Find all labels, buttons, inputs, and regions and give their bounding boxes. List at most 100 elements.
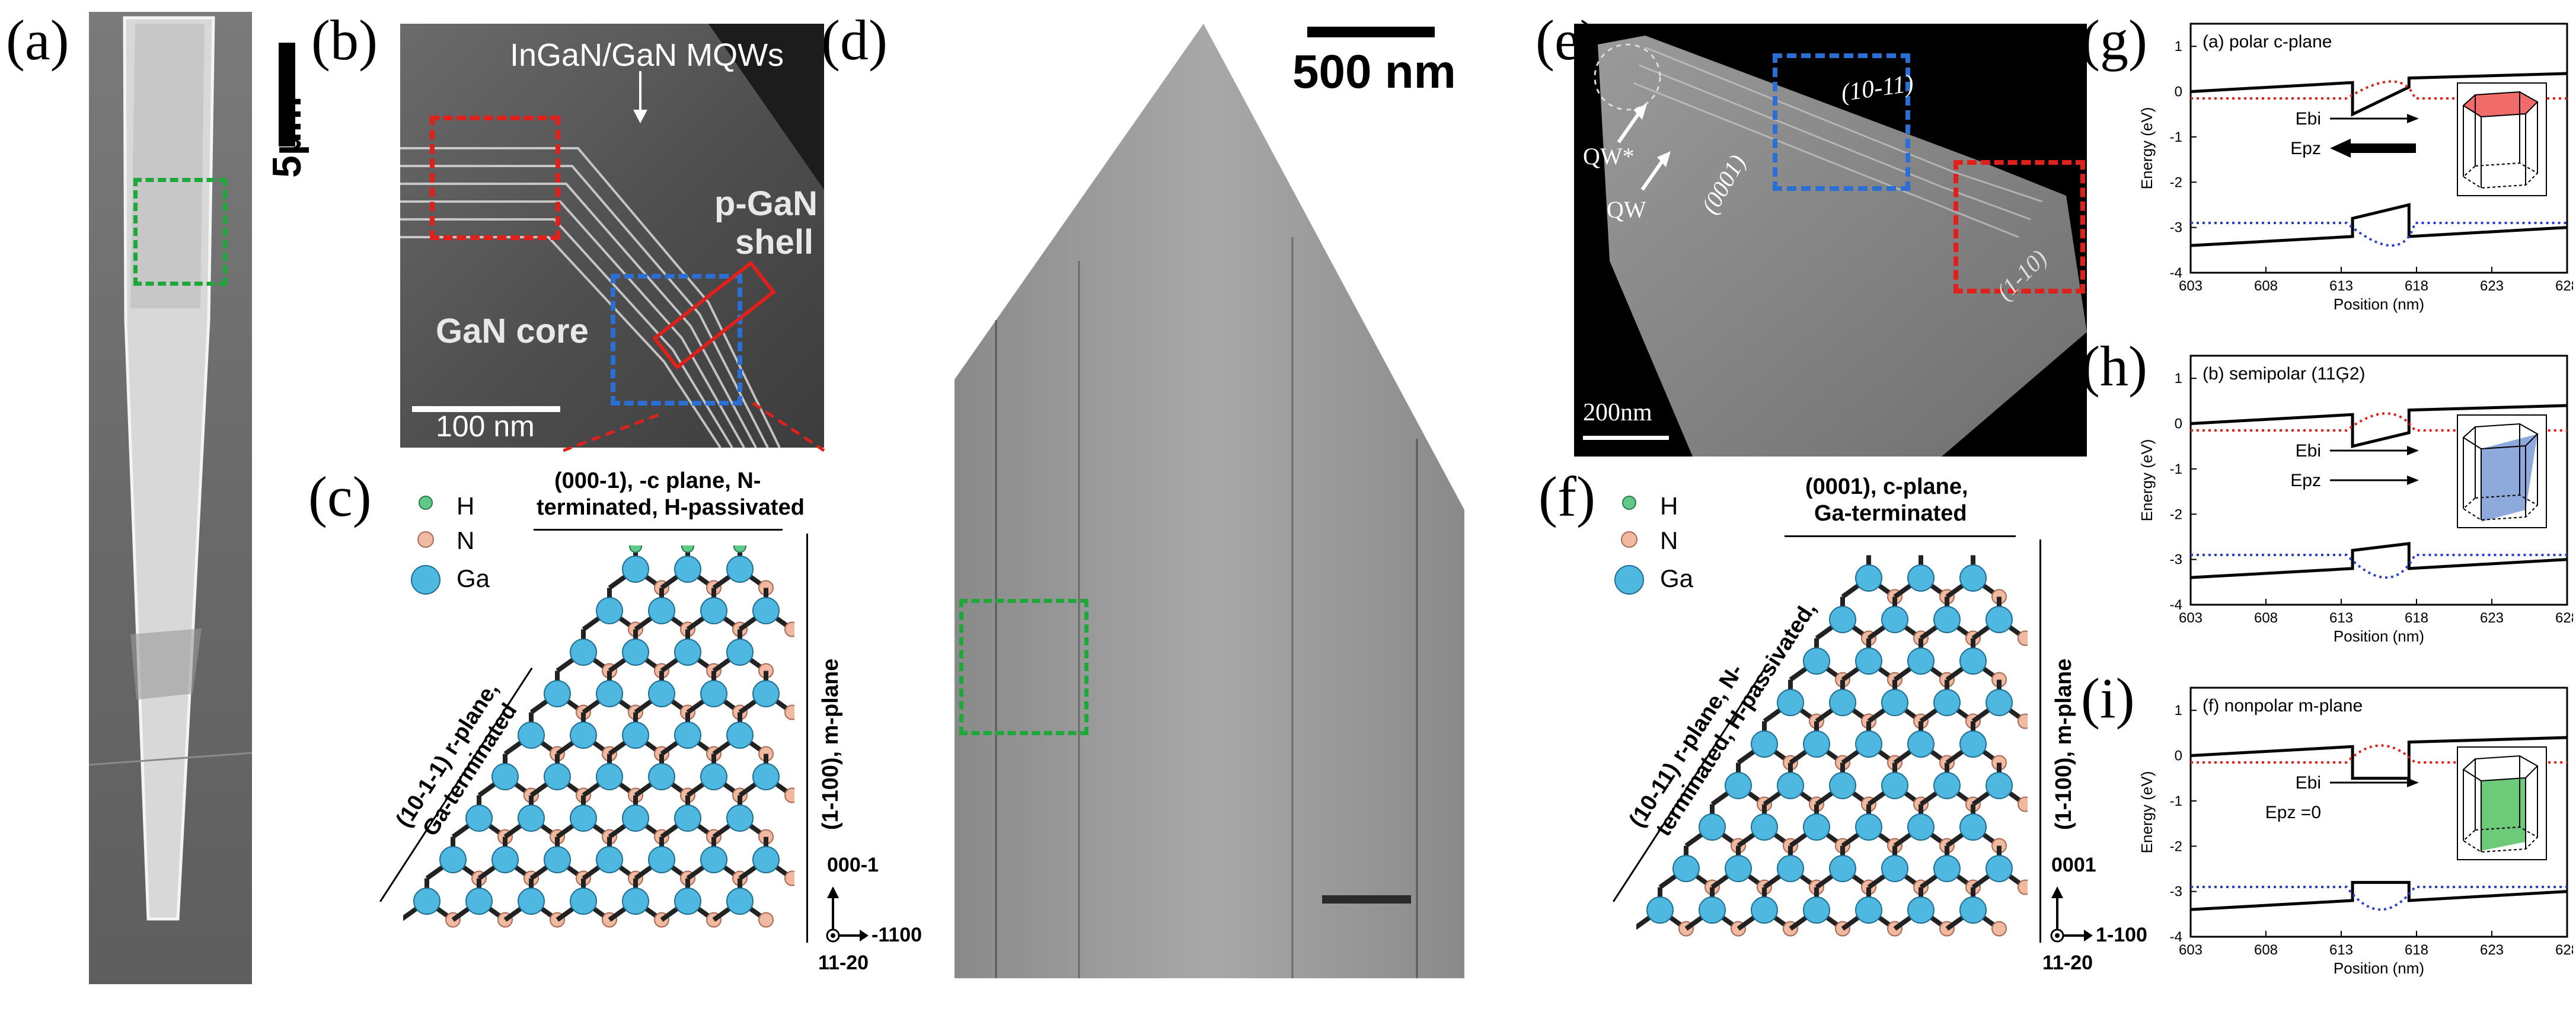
x-tick-label: 608 bbox=[2254, 278, 2278, 294]
n-atom bbox=[784, 787, 794, 803]
legend-c-ga: Ga bbox=[457, 564, 490, 592]
y-axis-label: Energy (eV) bbox=[2138, 771, 2156, 854]
x-tick-label: 618 bbox=[2405, 942, 2428, 958]
ga-atom bbox=[491, 846, 519, 873]
panel-label-a: (a) bbox=[6, 8, 69, 72]
conduction-band bbox=[2190, 404, 2568, 448]
ga-atom bbox=[622, 888, 649, 915]
y-tick-label: -2 bbox=[2170, 506, 2182, 522]
axis-c bbox=[826, 886, 869, 943]
y-axis-label: Energy (eV) bbox=[2138, 107, 2156, 190]
ga-atom bbox=[465, 805, 493, 832]
ga-atom bbox=[1725, 855, 1752, 882]
ga-atom bbox=[1907, 647, 1935, 675]
ga-atom bbox=[570, 639, 597, 666]
y-tick-label: 0 bbox=[2175, 748, 2182, 764]
x-tick-label: 623 bbox=[2480, 278, 2504, 294]
x-tick-label: 608 bbox=[2254, 942, 2278, 958]
y-tick-label: -3 bbox=[2170, 552, 2182, 568]
plane-top-f-1: (0001), c-plane, bbox=[1805, 474, 1968, 499]
ga-atom bbox=[726, 805, 754, 832]
ga-atom bbox=[726, 722, 754, 749]
ga-atom bbox=[570, 722, 597, 749]
y-axis-label: Energy (eV) bbox=[2138, 439, 2156, 522]
qw-arrows bbox=[1617, 104, 1671, 191]
ga-atom bbox=[1777, 855, 1804, 882]
ga-atom bbox=[622, 805, 649, 832]
stem-image-e bbox=[1574, 24, 2087, 457]
ga-atom bbox=[1907, 730, 1935, 758]
ga-atom bbox=[1959, 730, 1987, 758]
plane-top-c-1: (000-1), -c plane, N- bbox=[554, 468, 761, 493]
lattice-f bbox=[1636, 555, 2028, 937]
axis-f-out: 11-20 bbox=[2042, 952, 2093, 974]
ga-atom bbox=[1907, 813, 1935, 841]
epz-label: Epz bbox=[2290, 471, 2321, 490]
conduction-band bbox=[2190, 736, 2568, 780]
ga-atom bbox=[518, 722, 545, 749]
legend-f-ga: Ga bbox=[1660, 564, 1694, 592]
roi-box-b-blue bbox=[611, 274, 742, 406]
ga-atom bbox=[648, 680, 675, 707]
band-plot-h: 10-1-2-3-4603608613618623628Position (nm… bbox=[2134, 350, 2576, 652]
h-atom bbox=[629, 545, 642, 553]
scale-bar-e bbox=[1583, 436, 1669, 440]
roi-box-d bbox=[959, 599, 1089, 735]
ga-atom bbox=[465, 888, 493, 915]
y-tick-label: 1 bbox=[2175, 371, 2182, 387]
roi-box-a bbox=[133, 178, 227, 286]
panel-label-f: (f) bbox=[1538, 465, 1595, 528]
epz-arrow bbox=[2330, 139, 2416, 158]
ga-atom bbox=[1881, 606, 1908, 633]
legend-f-h: H bbox=[1660, 492, 1678, 520]
x-tick-label: 613 bbox=[2329, 942, 2353, 958]
y-tick-label: -4 bbox=[2170, 929, 2182, 945]
epz-label: Epz bbox=[2290, 139, 2321, 158]
plot-title: (a) polar c-plane bbox=[2202, 32, 2332, 52]
x-tick-label: 603 bbox=[2179, 942, 2202, 958]
ga-atom bbox=[1672, 855, 1700, 882]
ga-atom bbox=[1829, 855, 1856, 882]
ga-atom bbox=[439, 846, 467, 873]
ebi-label: Ebi bbox=[2296, 773, 2321, 793]
n-atom bbox=[784, 870, 794, 886]
ga-atom bbox=[700, 680, 727, 707]
roi-box-b-red bbox=[430, 116, 560, 240]
ga-atom bbox=[1907, 896, 1935, 924]
ebi-arrowhead bbox=[2407, 114, 2419, 123]
shell-label-2: shell bbox=[735, 223, 814, 261]
plane-top-c-2: terminated, H-passivated bbox=[537, 495, 805, 520]
plane-top-f-2: Ga-terminated bbox=[1814, 501, 1967, 526]
qw-label: QW bbox=[1607, 196, 1646, 223]
n-atom bbox=[2018, 879, 2028, 895]
panel-label-c: (c) bbox=[308, 465, 372, 528]
ga-atom bbox=[752, 597, 780, 624]
axis-f-up: 0001 bbox=[2051, 854, 2096, 876]
ga-atom bbox=[1881, 855, 1908, 882]
ga-atom bbox=[1959, 896, 1987, 924]
ga-atom bbox=[544, 680, 571, 707]
plot-title: (b) semipolar (11Ģ2) bbox=[2202, 364, 2366, 384]
ga-atom bbox=[596, 846, 623, 873]
legend-f-n: N bbox=[1660, 526, 1678, 554]
plane-right-c-line bbox=[806, 534, 808, 943]
ga-atom bbox=[570, 805, 597, 832]
valence-band bbox=[2190, 880, 2568, 911]
x-tick-label: 613 bbox=[2329, 610, 2353, 626]
ga-atom bbox=[1751, 730, 1778, 758]
mqw-arrow bbox=[633, 71, 647, 123]
ga-atom bbox=[700, 597, 727, 624]
ga-atom bbox=[1829, 606, 1856, 633]
ga-atom bbox=[1986, 772, 2013, 799]
y-tick-label: 1 bbox=[2175, 39, 2182, 55]
axis-c-right: -1100 bbox=[872, 924, 922, 946]
ga-atom bbox=[622, 722, 649, 749]
x-axis-label: Position (nm) bbox=[2334, 627, 2424, 645]
ga-atom bbox=[570, 888, 597, 915]
n-atom bbox=[784, 621, 794, 637]
y-tick-label: -1 bbox=[2170, 793, 2182, 809]
n-atom bbox=[2018, 713, 2028, 729]
ga-atom bbox=[726, 556, 754, 583]
ga-atom bbox=[1933, 606, 1961, 633]
x-tick-label: 613 bbox=[2329, 278, 2353, 294]
